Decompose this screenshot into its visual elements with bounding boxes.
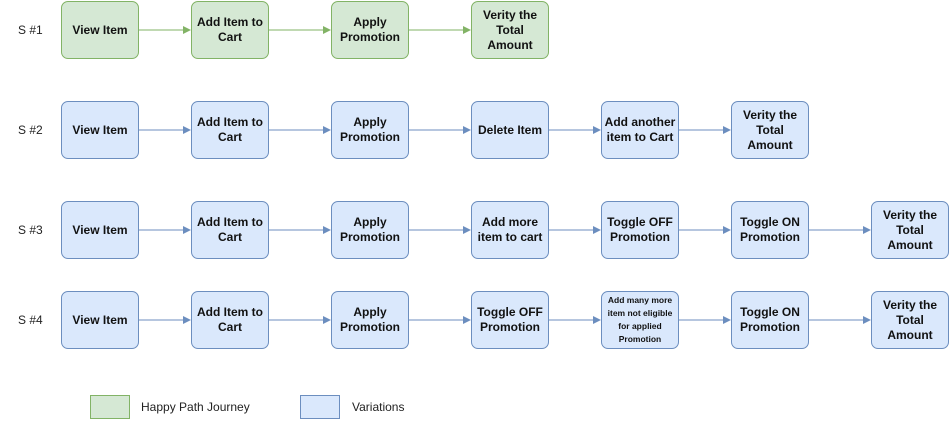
flow-step: Add Item to Cart: [191, 101, 269, 159]
flow-step: Toggle OFF Promotion: [601, 201, 679, 259]
flow-step: Toggle ON Promotion: [731, 291, 809, 349]
flow-step: Delete Item: [471, 101, 549, 159]
legend-variation-label: Variations: [352, 400, 405, 414]
flow-step: Add many more item not eligible for appl…: [601, 291, 679, 349]
flow-step: View Item: [61, 1, 139, 59]
flow-step: View Item: [61, 291, 139, 349]
flow-step: Apply Promotion: [331, 291, 409, 349]
legend-variation-swatch: [300, 395, 340, 419]
flow-step: Toggle ON Promotion: [731, 201, 809, 259]
legend-happy-label: Happy Path Journey: [141, 400, 250, 414]
scenario-label: S #3: [18, 223, 43, 237]
flow-step: View Item: [61, 201, 139, 259]
scenario-label: S #4: [18, 313, 43, 327]
scenario-label: S #1: [18, 23, 43, 37]
legend-happy-swatch: [90, 395, 130, 419]
flow-step: Verity the Total Amount: [871, 201, 949, 259]
flow-step: Apply Promotion: [331, 201, 409, 259]
flow-step: Apply Promotion: [331, 1, 409, 59]
flow-step: Verity the Total Amount: [871, 291, 949, 349]
flow-step: Add Item to Cart: [191, 201, 269, 259]
flow-step: Verity the Total Amount: [731, 101, 809, 159]
flow-step: Add Item to Cart: [191, 291, 269, 349]
flow-step: Add more item to cart: [471, 201, 549, 259]
flow-step: View Item: [61, 101, 139, 159]
flow-step: Verity the Total Amount: [471, 1, 549, 59]
scenario-label: S #2: [18, 123, 43, 137]
flow-step: Toggle OFF Promotion: [471, 291, 549, 349]
flow-step: Add another item to Cart: [601, 101, 679, 159]
flow-step: Apply Promotion: [331, 101, 409, 159]
flow-step: Add Item to Cart: [191, 1, 269, 59]
